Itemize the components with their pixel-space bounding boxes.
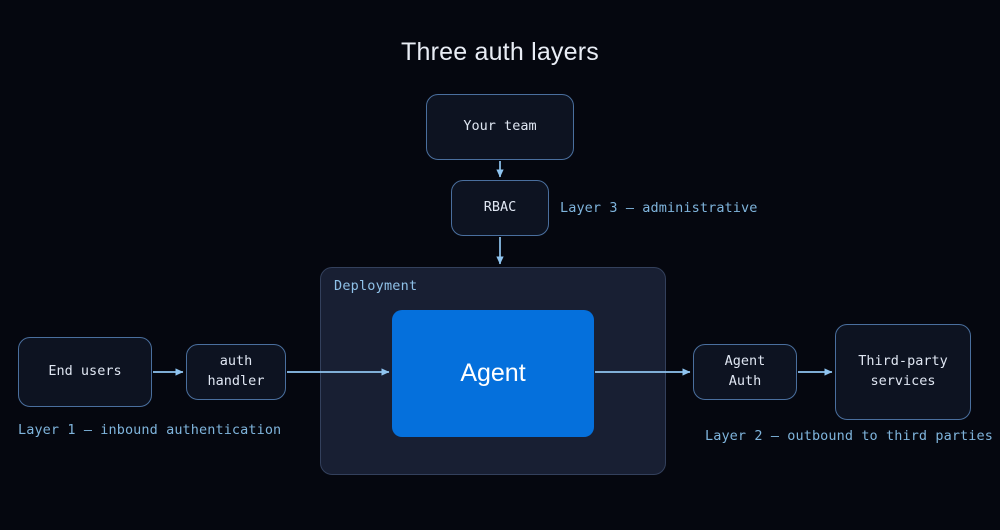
node-auth-handler[interactable]: auth handler xyxy=(186,344,286,400)
node-third-party[interactable]: Third-party services xyxy=(835,324,971,420)
page-title: Three auth layers xyxy=(401,38,599,66)
node-end-users[interactable]: End users xyxy=(18,337,152,407)
node-your-team[interactable]: Your team xyxy=(426,94,574,160)
deployment-label: Deployment xyxy=(334,278,418,294)
node-agent-auth[interactable]: Agent Auth xyxy=(693,344,797,400)
layer-3-label: Layer 3 — administrative xyxy=(560,200,758,216)
layer-2-label: Layer 2 — outbound to third parties xyxy=(705,428,993,444)
node-rbac[interactable]: RBAC xyxy=(451,180,549,236)
node-agent[interactable]: Agent xyxy=(392,310,594,437)
layer-1-label: Layer 1 — inbound authentication xyxy=(18,422,282,438)
